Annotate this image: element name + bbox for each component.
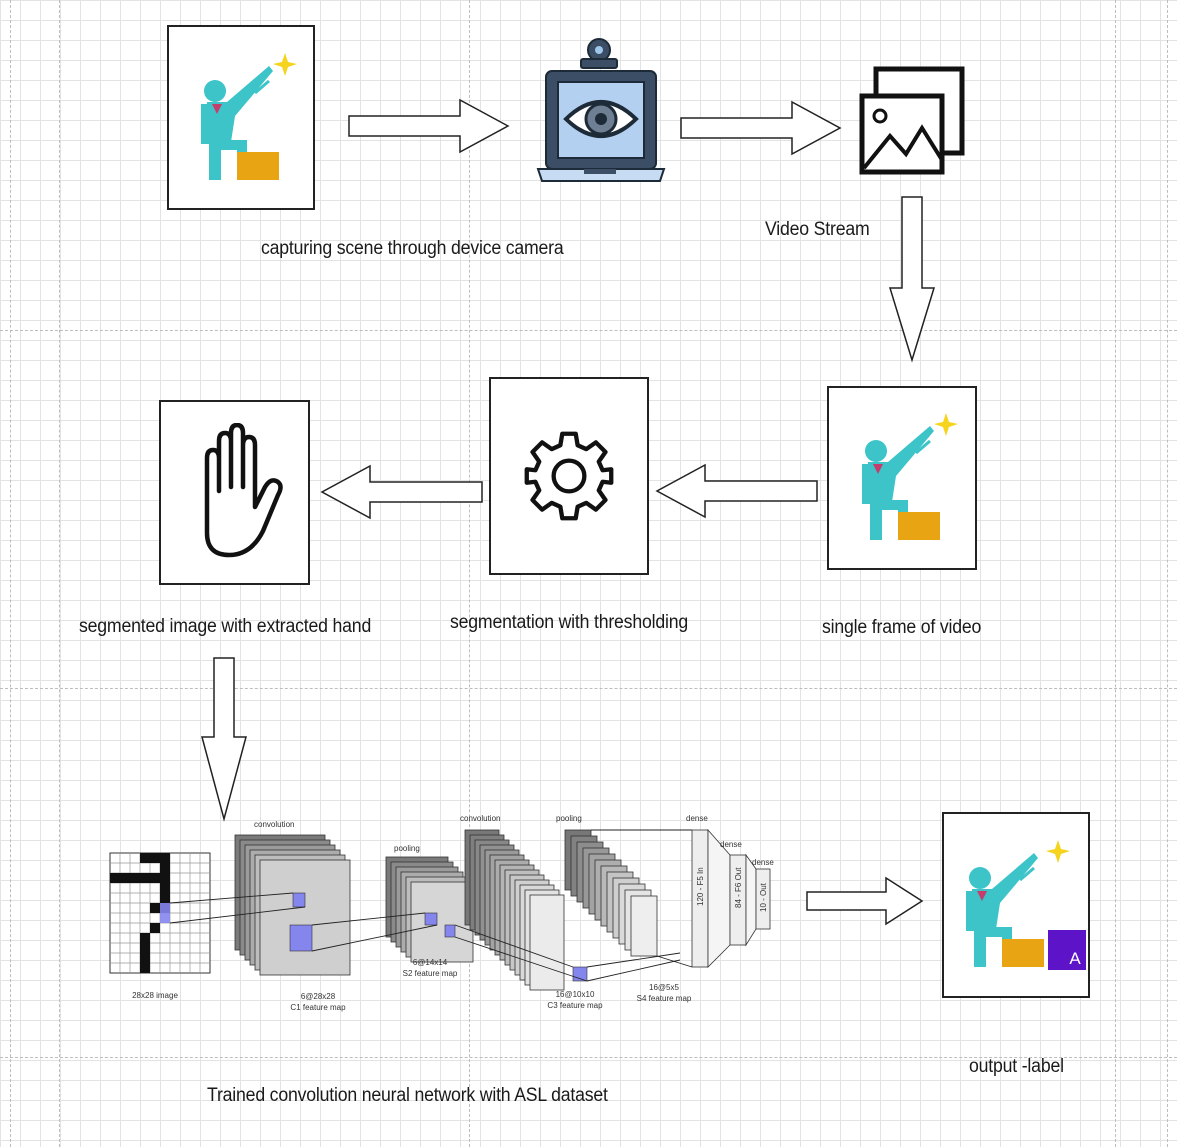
arrow-down-1 bbox=[888, 196, 936, 363]
c1-label: 6@28x28 bbox=[300, 992, 336, 1001]
c1-map-label: C1 feature map bbox=[290, 1003, 346, 1012]
f5-label: 120 - F5 In bbox=[696, 867, 705, 906]
laptop-camera-icon bbox=[536, 37, 668, 187]
s2-map-label: S2 feature map bbox=[402, 969, 458, 978]
s4-label: 16@5x5 bbox=[649, 983, 679, 992]
c3-map-label: C3 feature map bbox=[547, 1001, 603, 1010]
hand-icon bbox=[204, 422, 283, 557]
capture-label: capturing scene through device camera bbox=[261, 238, 564, 259]
s2-feature-maps bbox=[385, 856, 474, 963]
segmented-label: segmented image with extracted hand bbox=[79, 616, 372, 637]
dense1-label: dense bbox=[686, 814, 708, 823]
scene-person-image bbox=[167, 25, 315, 210]
f7-label: 10 - Out bbox=[759, 883, 768, 912]
person-reaching-star-icon bbox=[862, 413, 958, 540]
dense3-label: dense bbox=[752, 858, 774, 867]
gear-icon bbox=[524, 431, 614, 521]
s2-label: 6@14x14 bbox=[412, 958, 448, 967]
c1-feature-maps bbox=[234, 834, 351, 976]
cnn-label: Trained convolution neural network with … bbox=[207, 1085, 608, 1106]
c3-feature-maps bbox=[464, 829, 565, 991]
pool1-label: pooling bbox=[394, 844, 420, 853]
video-frames-icon bbox=[858, 66, 966, 176]
conv1-label: convolution bbox=[254, 820, 295, 829]
c3-label: 16@10x10 bbox=[555, 990, 595, 999]
dense-layer-3 bbox=[755, 868, 771, 930]
arrow-right-3 bbox=[806, 876, 924, 926]
arrow-left-2 bbox=[655, 463, 818, 519]
output-letter: A bbox=[1069, 949, 1081, 968]
arrow-right-2 bbox=[680, 100, 842, 156]
person-reaching-star-icon bbox=[966, 840, 1086, 970]
conv2-label: convolution bbox=[460, 814, 501, 823]
f6-label: 84 - F6 Out bbox=[734, 868, 743, 908]
input-label: 28x28 image bbox=[132, 991, 178, 1000]
output-text-label: output -label bbox=[969, 1056, 1064, 1077]
s4-feature-maps bbox=[564, 829, 658, 957]
pool2-label: pooling bbox=[556, 814, 582, 823]
input-image-grid bbox=[109, 852, 211, 974]
dense2-label: dense bbox=[720, 840, 742, 849]
single-frame-label: single frame of video bbox=[822, 617, 982, 638]
single-frame-image bbox=[827, 386, 977, 570]
s4-map-label: S4 feature map bbox=[636, 994, 692, 1003]
output-label-image: A bbox=[942, 812, 1090, 998]
segmentation-label: segmentation with thresholding bbox=[450, 612, 689, 633]
segmentation-box bbox=[489, 377, 649, 575]
cnn-architecture-diagram: convolution pooling convolution pooling … bbox=[100, 805, 800, 1030]
video-stream-label: Video Stream bbox=[765, 219, 870, 240]
person-reaching-star-icon bbox=[201, 52, 297, 180]
arrow-left-1 bbox=[320, 464, 483, 520]
arrow-down-2 bbox=[201, 657, 247, 822]
hand-image bbox=[159, 400, 310, 585]
arrow-right-1 bbox=[348, 98, 510, 154]
